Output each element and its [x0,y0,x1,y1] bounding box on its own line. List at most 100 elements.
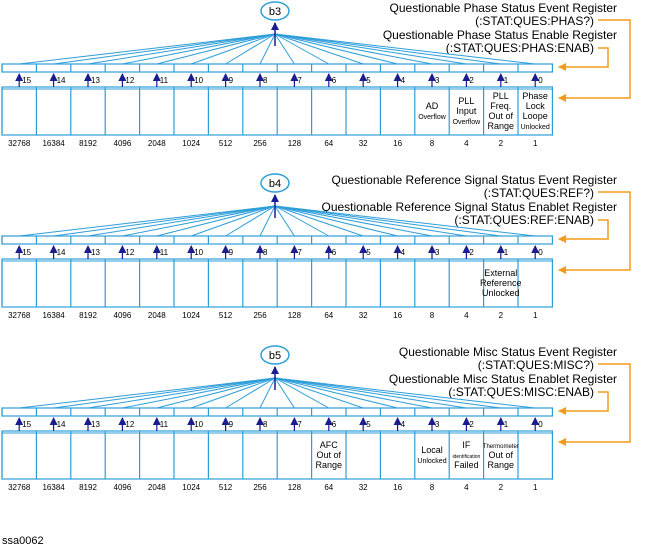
bit-number: 12 [125,248,134,257]
figure-id: ssa0062 [2,535,44,547]
bit-number: 7 [297,248,302,257]
enable-register-title: Questionable Misc Status Enablet Registe… [389,372,617,386]
summary-bit-oval [260,173,290,193]
bit-weight: 4096 [114,311,132,320]
event-register-leader [558,19,631,102]
bit-weight: 2 [499,311,504,320]
bit-number: 14 [57,420,66,429]
bit-label-line: Unlocked [521,124,550,131]
bit-label-line: Freq. [490,101,511,111]
summary-fan-line [274,377,330,409]
summary-fan-line [274,205,295,237]
bit-number: 12 [125,76,134,85]
summary-bit-label: b5 [269,350,281,362]
bit-label-line: Reference [480,278,522,288]
bit-weight: 8 [430,139,435,148]
bit-number: 9 [229,420,234,429]
bit-number: 3 [435,420,440,429]
enable-register-leader [558,47,609,71]
bit-number: 6 [332,248,337,257]
bit-weight: 64 [324,139,333,148]
bit-number: 4 [401,76,406,85]
bit-weight: 1024 [182,139,200,148]
summary-fan-line [274,377,536,409]
bit-number: 5 [366,420,371,429]
bit-weight: 4096 [114,483,132,492]
bit-weight: 512 [219,311,233,320]
summary-fan-line [191,33,276,65]
register-group-b4: Questionable Reference Signal Status Eve… [1,173,631,320]
bit-label-line: Phase [522,91,548,101]
summary-fan-line [156,377,276,409]
bit-weight: 16 [393,139,402,148]
event-register-title: Questionable Phase Status Event Register [390,1,617,15]
bit-label-line: Input [456,106,477,116]
summary-fan-line [122,205,276,237]
register-group-b3: Questionable Phase Status Event Register… [1,1,631,148]
summary-fan-line [274,205,433,237]
summary-fan-line [19,377,276,409]
bit-number: 7 [297,76,302,85]
bit-label-line: Range [316,460,343,470]
bit-number: 10 [194,248,203,257]
bit-label-line: identification [453,454,481,460]
summary-fan-line [274,33,295,65]
summary-fan-line [53,205,276,237]
bit-weight: 64 [324,483,333,492]
summary-fan-line [87,377,276,409]
bit-weight: 64 [324,311,333,320]
summary-fan-line [274,205,501,237]
bit-weight: 256 [253,139,267,148]
bit-weight: 128 [288,483,302,492]
summary-fan-line [274,33,330,65]
bit-weight: 128 [288,311,302,320]
summary-bit-oval [260,345,290,365]
summary-fan-line [274,377,398,409]
bit-number: 13 [91,76,100,85]
bit-weight: 4 [464,139,469,148]
bit-weight: 1 [533,311,538,320]
enable-register-command: (:STAT:QUES:PHAS:ENAB) [446,41,594,55]
bit-weight: 512 [219,483,233,492]
bit-weight: 8192 [79,311,97,320]
summary-fan-line [259,205,276,237]
bit-weight: 1 [533,483,538,492]
bit-number: 8 [263,76,268,85]
summary-fan-line [274,205,398,237]
bit-weight: 2 [499,483,504,492]
bit-weight: 4 [464,483,469,492]
bit-number: 11 [160,76,169,85]
bit-number: 0 [538,248,543,257]
register-group-b5: Questionable Misc Status Event Register(… [1,345,631,492]
bit-weight: 2048 [148,311,166,320]
event-register-leader [558,363,631,446]
summary-fan-line [274,33,398,65]
summary-fan-line [274,33,433,65]
bit-weight: 32768 [8,311,31,320]
bit-weight: 32768 [8,483,31,492]
summary-fan-line [274,33,467,65]
event-register-leader [558,191,631,274]
bit-number: 12 [125,420,134,429]
enable-register-leader [558,391,609,415]
summary-fan-line [274,205,536,237]
bit-number: 3 [435,76,440,85]
bit-label-line: AD [426,101,439,111]
bit-label-line: Unlocked [417,458,446,465]
bit-number: 7 [297,420,302,429]
bit-number: 5 [366,248,371,257]
bit-weight: 32 [359,139,368,148]
summary-bit-oval [260,1,290,21]
bit-weight: 16384 [42,311,65,320]
bit-weight: 256 [253,311,267,320]
enable-register-command: (:STAT:QUES:REF:ENAB) [454,213,594,227]
bit-number: 9 [229,76,234,85]
bit-number: 14 [57,248,66,257]
bit-number: 0 [538,420,543,429]
summary-fan-line [274,33,501,65]
enable-register-title: Questionable Phase Status Enable Registe… [383,28,617,42]
bit-number: 13 [91,420,100,429]
registers-layer: Questionable Phase Status Event Register… [1,1,631,492]
bit-weight: 16 [393,483,402,492]
